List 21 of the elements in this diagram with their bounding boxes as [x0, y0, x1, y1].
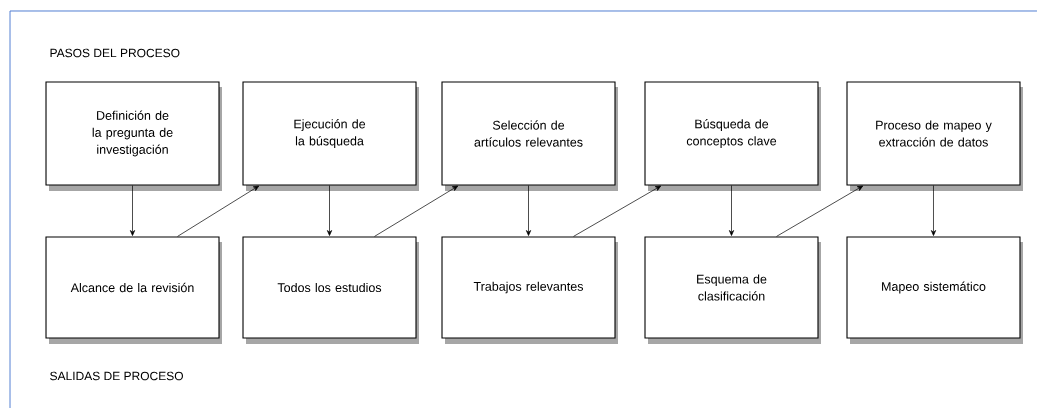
- process-box: Alcance de la revisión: [45, 236, 222, 344]
- process-box: Definición de la pregunta de investigación: [45, 81, 222, 191]
- arrow: [374, 185, 459, 237]
- arrow: [728, 185, 735, 236]
- process-box: Proceso de mapeo y extracción de datos: [846, 81, 1023, 191]
- arrow: [930, 185, 937, 236]
- process-box: Búsqueda de conceptos clave: [644, 81, 821, 191]
- process-box: Ejecución de la búsqueda: [242, 81, 419, 191]
- process-box: Trabajos relevantes: [441, 236, 618, 344]
- section-heading: SALIDAS DE PROCESO: [50, 371, 183, 381]
- arrow: [326, 185, 333, 236]
- process-box: Mapeo sistemático: [846, 236, 1023, 344]
- process-box: Esquema de clasificación: [644, 236, 821, 344]
- process-box: Todos los estudios: [242, 236, 419, 344]
- section-heading: PASOS DEL PROCESO: [50, 48, 180, 58]
- arrow: [525, 185, 532, 236]
- arrow: [129, 185, 136, 236]
- arrow: [776, 185, 864, 237]
- arrow: [573, 185, 662, 237]
- process-box: Selección de artículos relevantes: [441, 81, 618, 191]
- arrow: [177, 185, 260, 237]
